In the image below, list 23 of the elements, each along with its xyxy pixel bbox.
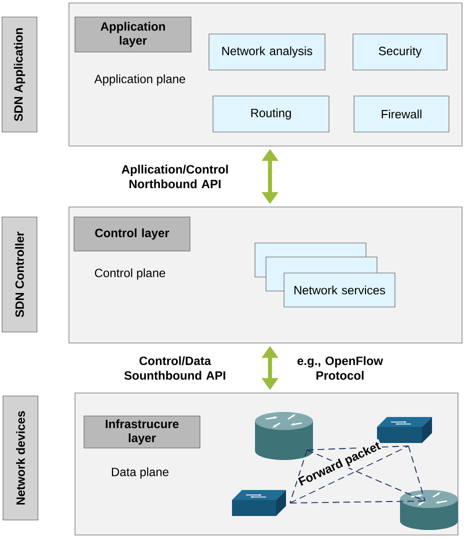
stacked-service-boxes: Network services xyxy=(254,242,396,308)
side-tab: Network devices xyxy=(2,396,38,520)
dashed-link xyxy=(290,500,426,504)
service-box: Security xyxy=(352,34,448,70)
protocol-note: e.g., OpenFlow Protocol xyxy=(297,356,384,380)
dashed-link xyxy=(290,450,308,504)
layer-box: Control layer xyxy=(74,216,190,252)
switch-icon xyxy=(377,417,432,443)
layer-box: Application layer xyxy=(74,16,192,52)
switch-icon xyxy=(232,490,286,516)
router-icon xyxy=(400,490,458,530)
dashed-link xyxy=(306,450,426,502)
side-tab: SDN Controller xyxy=(2,216,38,332)
side-tab: SDN Application xyxy=(2,16,38,132)
dashed-link xyxy=(408,446,426,502)
service-box: Firewall xyxy=(354,96,450,132)
service-box: Network analysis xyxy=(208,34,326,70)
layer-box: Infrastrucure layer xyxy=(84,416,200,448)
service-box: Routing xyxy=(212,96,330,132)
router-icon xyxy=(255,412,313,460)
dashed-link xyxy=(290,446,409,504)
edge-label: Apllication/Control Northbound API xyxy=(122,164,228,188)
edge-label: Control/Data Sounthbound API xyxy=(124,356,226,380)
